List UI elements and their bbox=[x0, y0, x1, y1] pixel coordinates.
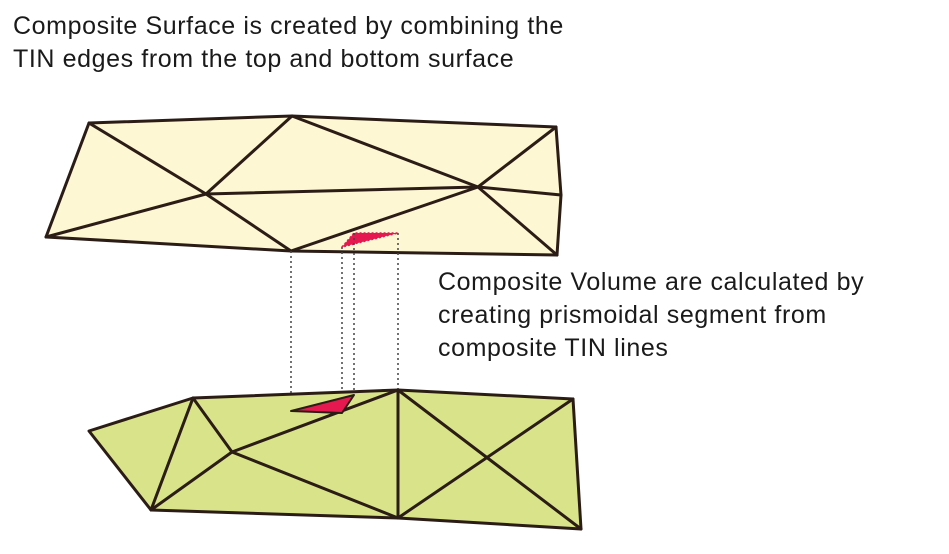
bottom-highlight-triangle bbox=[290, 394, 355, 414]
bottom-surface-edges bbox=[149, 388, 583, 531]
top-edge bbox=[476, 185, 563, 197]
volume-caption-line-2: creating prismoidal segment from bbox=[438, 301, 827, 329]
surface-caption-line-1: Composite Surface is created by combinin… bbox=[13, 12, 564, 40]
top-edge bbox=[204, 185, 480, 196]
top-surface-edges bbox=[44, 114, 563, 257]
volume-caption-line-1: Composite Volume are calculated by bbox=[438, 268, 865, 296]
top-edge bbox=[289, 185, 480, 253]
bottom-tin-surface bbox=[87, 388, 583, 531]
top-edge bbox=[476, 125, 558, 189]
bottom-edge bbox=[149, 396, 195, 512]
volume-caption-line-3: composite TIN lines bbox=[438, 334, 669, 362]
top-edge bbox=[290, 114, 480, 189]
volume-caption: Composite Volume are calculated by creat… bbox=[438, 266, 864, 365]
surface-caption: Composite Surface is created by combinin… bbox=[13, 10, 564, 76]
surface-caption-line-2: TIN edges from the top and bottom surfac… bbox=[13, 45, 515, 73]
top-edge bbox=[204, 192, 293, 253]
bottom-edge bbox=[396, 388, 583, 531]
top-edge bbox=[87, 121, 208, 196]
bottom-edge bbox=[230, 388, 400, 454]
top-edge bbox=[204, 114, 294, 196]
projection-lines bbox=[290, 233, 399, 411]
top-tin-surface bbox=[44, 114, 563, 257]
bottom-edge bbox=[149, 450, 234, 512]
top-highlight-triangle bbox=[341, 232, 399, 248]
bottom-edge bbox=[191, 396, 234, 454]
top-edge bbox=[44, 192, 208, 239]
top-edge bbox=[476, 185, 559, 257]
bottom-edge bbox=[230, 450, 400, 520]
top-surface-outline bbox=[44, 114, 563, 257]
bottom-edge bbox=[396, 397, 575, 520]
